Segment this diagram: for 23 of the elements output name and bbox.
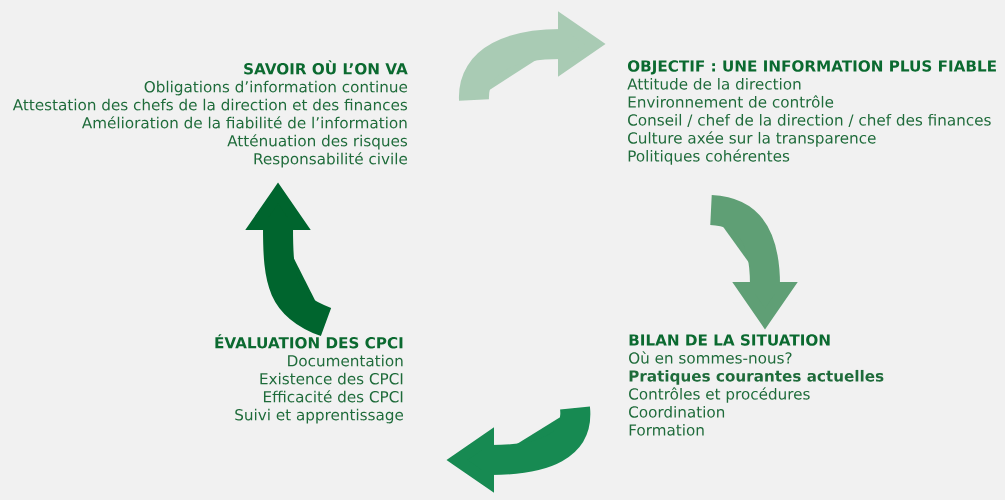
list-item: Où en sommes-nous? bbox=[629, 351, 792, 364]
list-item: Amélioration de la fiabilité de l’information bbox=[81, 116, 407, 129]
list-item: Attestation des chefs de la direction et des finances bbox=[12, 98, 408, 111]
heading: OBJECTIF : UNE INFORMATION PLUS FIABLE bbox=[627, 60, 996, 75]
list-item: Coordination bbox=[629, 405, 725, 418]
list-item: Documentation bbox=[288, 354, 403, 367]
list-item: Contrôles et procédures bbox=[629, 387, 810, 403]
list-item: Culture axée sur la transparence bbox=[628, 131, 876, 147]
list-item: Pratiques courantes actuelles bbox=[629, 369, 884, 385]
list-item: Efficacité des CPCI bbox=[264, 390, 403, 403]
list-item: Existence des CPCI bbox=[260, 372, 403, 385]
list-item: Environnement de contrôle bbox=[628, 95, 834, 108]
list-item: Formation bbox=[629, 423, 704, 436]
heading: ÉVALUATION DES CPCI bbox=[215, 334, 403, 349]
heading: BILAN DE LA SITUATION bbox=[629, 334, 830, 346]
list-item: Atténuation des risques bbox=[227, 134, 408, 150]
list-item: Responsabilité civile bbox=[254, 152, 407, 168]
heading: SAVOIR OÙ L’ON VA bbox=[244, 60, 408, 75]
list-item: Attitude de la direction bbox=[627, 77, 801, 90]
list-item: Conseil / chef de la direction / chef des finances bbox=[628, 113, 991, 127]
list-item: Obligations d’information continue bbox=[144, 80, 408, 96]
list-item: Politiques cohérentes bbox=[628, 149, 790, 165]
list-item: Suivi et apprentissage bbox=[235, 408, 404, 424]
